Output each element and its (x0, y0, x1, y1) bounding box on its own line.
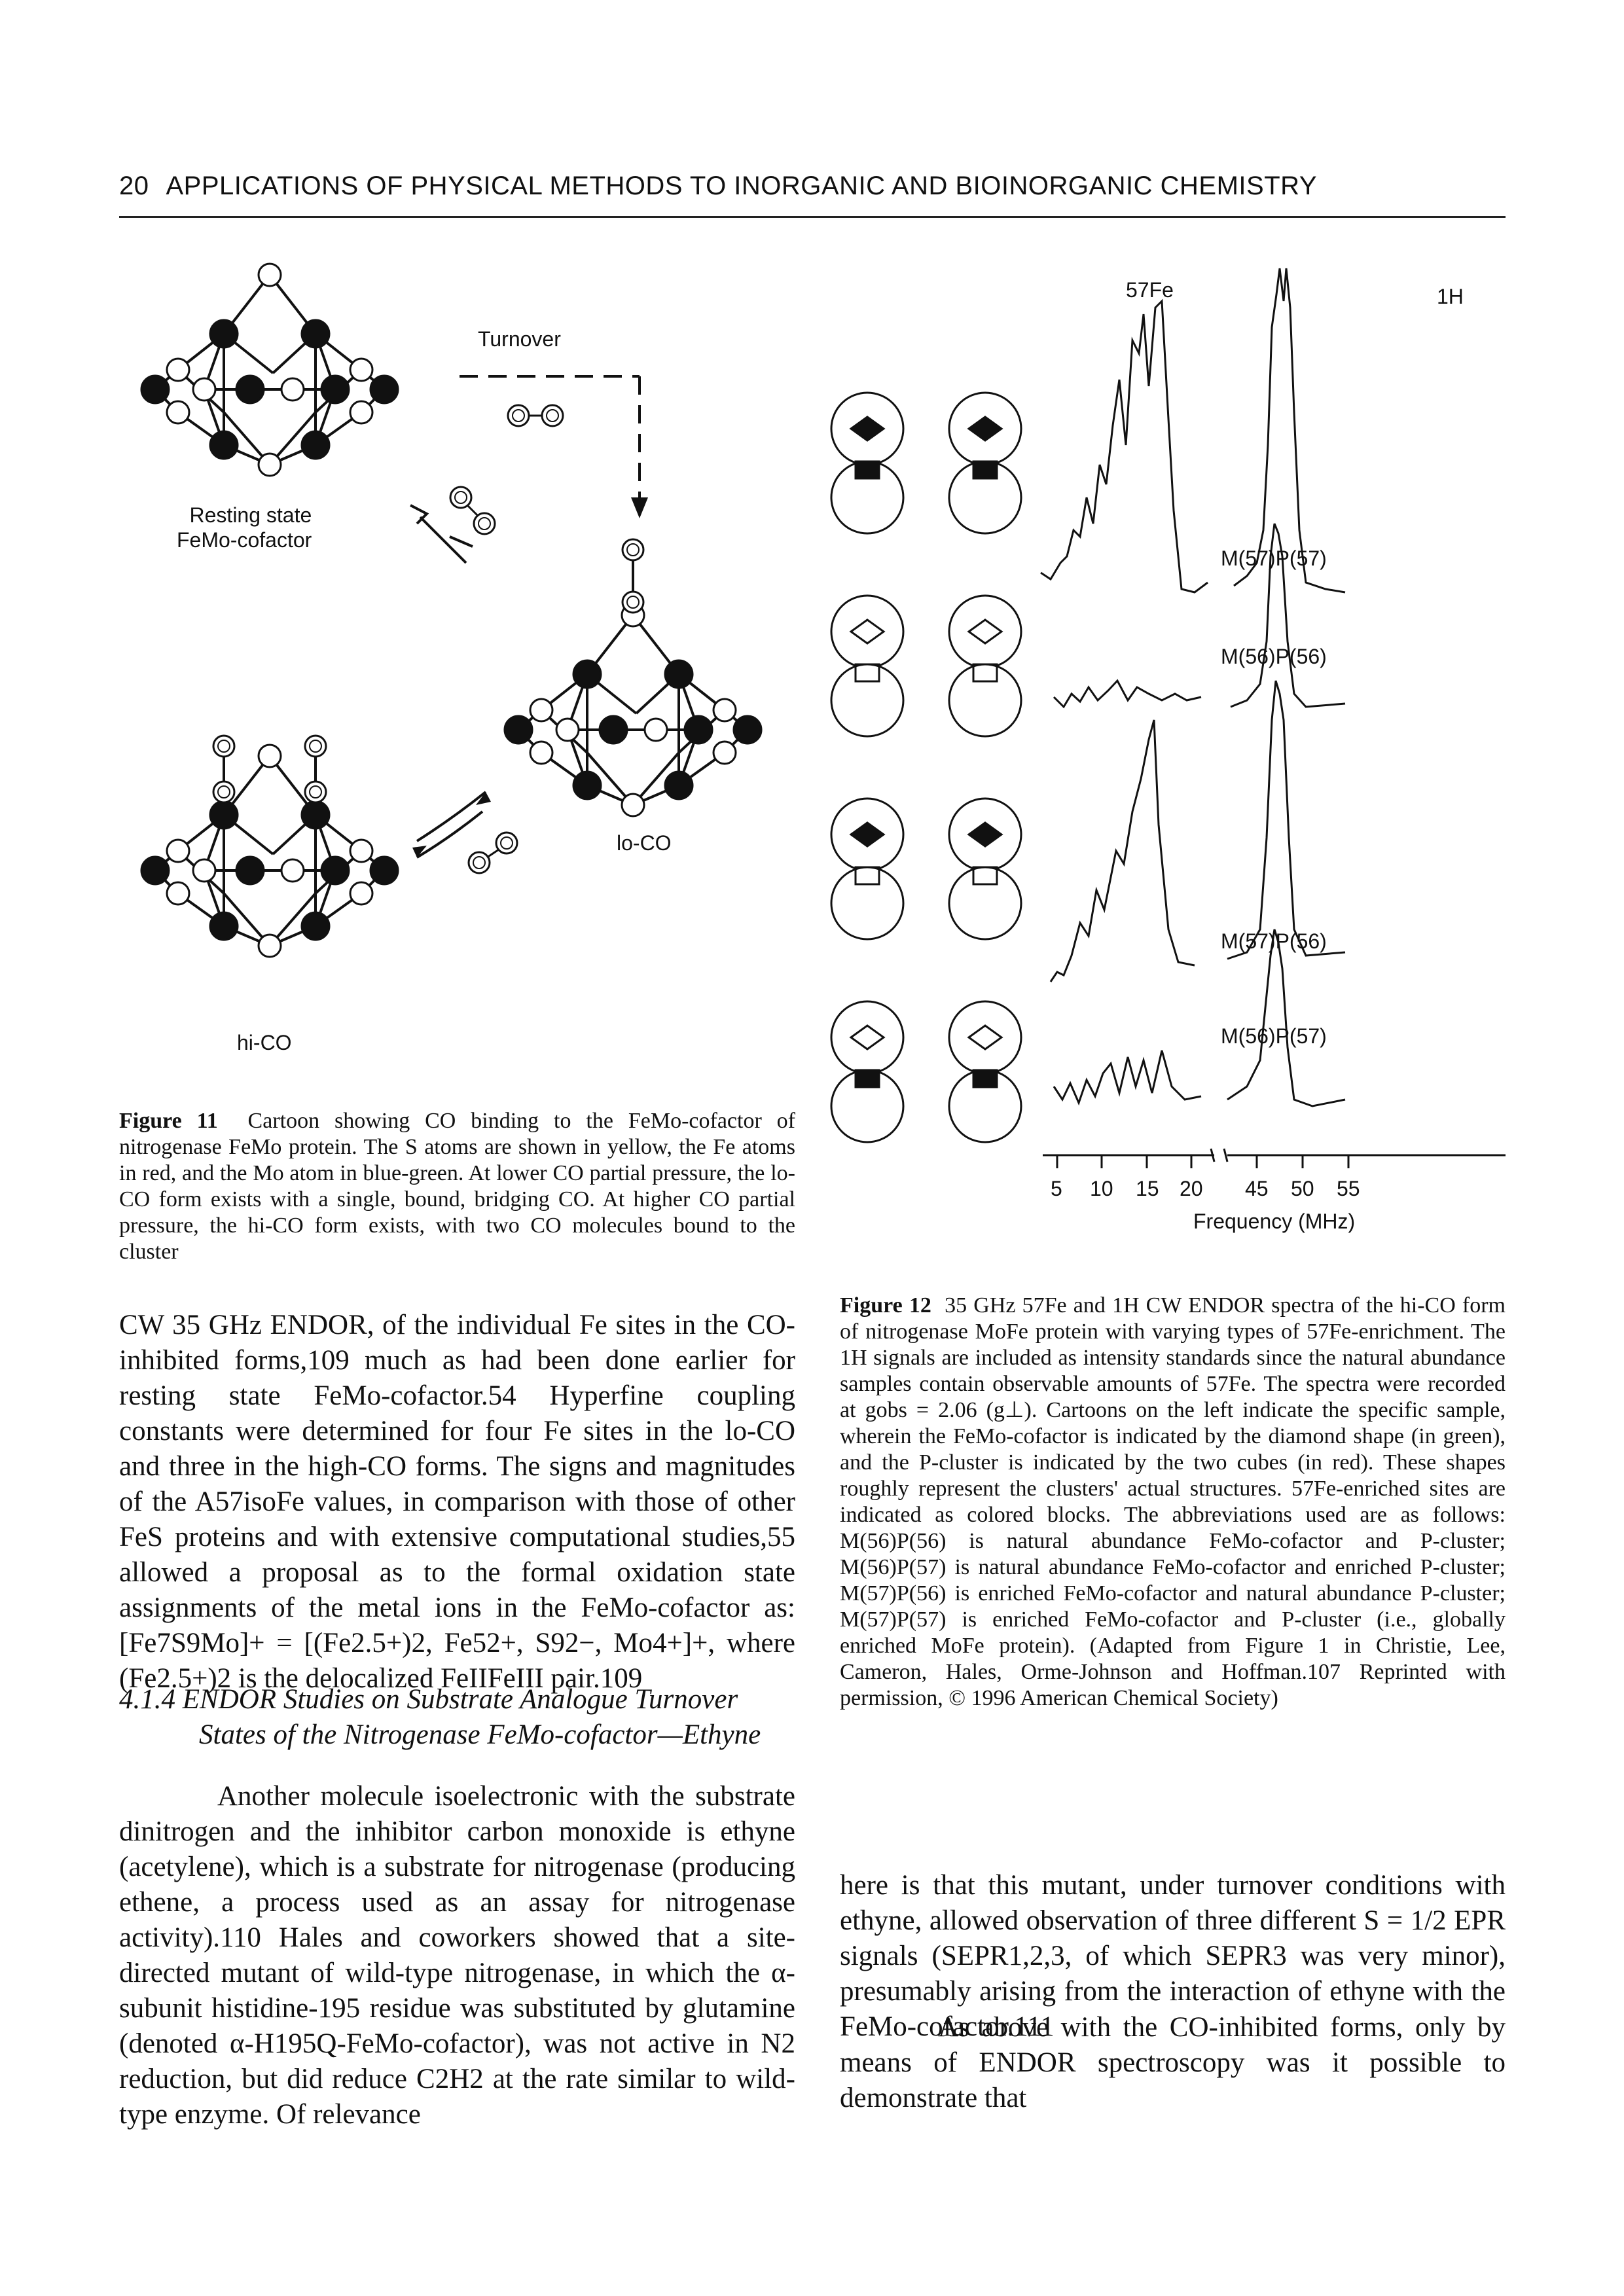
tick-label-50: 50 (1291, 1177, 1314, 1200)
co-molecule-released (449, 486, 496, 535)
tick-label-15: 15 (1136, 1177, 1159, 1200)
tick-label-20: 20 (1180, 1177, 1203, 1200)
right-paragraph-1: here is that this mutant, under turnover… (840, 1868, 1506, 2045)
hi-co-bound-co (212, 734, 327, 815)
figure-12-caption: Figure 12 35 GHz 57Fe and 1H CW ENDOR sp… (840, 1293, 1506, 1712)
trace-m57p57-fe (1040, 298, 1208, 594)
tick-label-10: 10 (1090, 1177, 1113, 1200)
tick-label-5: 5 (1051, 1177, 1062, 1200)
section-heading: 4.1.4 ENDOR Studies on Substrate Analogu… (119, 1682, 795, 1753)
right-paragraph-2: As above with the CO-inhibited forms, on… (840, 2010, 1506, 2116)
co-molecule-exchange (467, 831, 518, 874)
tick-label-55: 55 (1337, 1177, 1360, 1200)
resting-state-cluster (140, 262, 399, 477)
figure-12-caption-label: Figure 12 (840, 1293, 931, 1318)
left-paragraph-1-text: CW 35 GHz ENDOR, of the individual Fe si… (119, 1310, 795, 1694)
trace-m57p56-fe (1049, 719, 1195, 982)
trace-label-1: M(57)P(57) (1221, 547, 1327, 570)
sample-cartoon-3 (830, 797, 1022, 941)
trace-label-4: M(56)P(57) (1221, 1024, 1327, 1048)
trace-m56p57-fe (1053, 1050, 1202, 1106)
tick-label-45: 45 (1245, 1177, 1269, 1200)
left-paragraph-2-text: Another molecule isoelectronic with the … (119, 1781, 795, 2130)
fe57-peak-label: 57Fe (1126, 278, 1174, 302)
figure-11-caption: Figure 11 Cartoon showing CO binding to … (119, 1108, 795, 1265)
resting-state-label: Resting state FeMo-cofactor (177, 503, 312, 552)
section-heading-line2: States of the Nitrogenase FeMo-cofactor—… (199, 1719, 761, 1750)
header-rule (119, 216, 1506, 218)
equilibrium-arrows (412, 791, 491, 859)
trace-m56p56-fe (1053, 679, 1202, 709)
page-number: 20 (119, 171, 149, 200)
h1-peak-label: 1H (1437, 285, 1464, 308)
running-title: APPLICATIONS OF PHYSICAL METHODS TO INOR… (166, 171, 1317, 200)
lo-co-label: lo-CO (617, 831, 672, 855)
turnover-label: Turnover (478, 327, 561, 351)
sample-cartoon-1 (830, 391, 1022, 535)
section-heading-line1: 4.1.4 ENDOR Studies on Substrate Analogu… (119, 1684, 738, 1715)
left-paragraph-1: CW 35 GHz ENDOR, of the individual Fe si… (119, 1308, 795, 1696)
trace-label-3: M(57)P(56) (1221, 929, 1327, 953)
figure-11-caption-text: Cartoon showing CO binding to the FeMo-c… (119, 1109, 795, 1264)
lo-co-bound-co (621, 538, 645, 614)
lo-co-cluster (503, 603, 763, 817)
right-paragraph-2-text: As above with the CO-inhibited forms, on… (840, 2012, 1506, 2113)
hi-co-cluster (140, 744, 399, 958)
frequency-axis-label: Frequency (MHz) (1193, 1210, 1356, 1233)
figure-12-caption-text: 35 GHz 57Fe and 1H CW ENDOR spectra of t… (840, 1293, 1506, 1710)
sample-cartoon-4 (830, 1000, 1022, 1143)
figure-12-drawing (830, 268, 1506, 1168)
left-paragraph-2: Another molecule isoelectronic with the … (119, 1779, 795, 2132)
frequency-axis (1043, 1148, 1506, 1168)
trace-label-2: M(56)P(56) (1221, 645, 1327, 668)
resting-state-label-line2: FeMo-cofactor (177, 528, 312, 552)
figure-11-caption-label: Figure 11 (119, 1109, 218, 1133)
co-release-arrows (410, 504, 473, 564)
figure-12: 57Fe 1H M(57)P(57) M(56)P(56) M(57)P(56)… (828, 249, 1509, 1244)
trace-m56p57-h (1227, 929, 1346, 1107)
hi-co-label: hi-CO (237, 1031, 292, 1054)
trace-m56p56-h (1230, 523, 1346, 708)
turnover-arrow (460, 375, 648, 518)
resting-state-label-line1: Resting state (189, 503, 312, 527)
sample-cartoon-2 (830, 594, 1022, 738)
figure-11: Turnover Resting state FeMo-cofactor lo-… (119, 249, 806, 1073)
figure-11-drawing (140, 262, 763, 958)
co-molecule-turnover (507, 404, 564, 427)
trace-m57p56-h (1227, 680, 1346, 960)
right-paragraph-1-text: here is that this mutant, under turnover… (840, 1870, 1506, 2042)
running-header: 20 APPLICATIONS OF PHYSICAL METHODS TO IN… (119, 171, 1506, 201)
trace-m57p57-h (1233, 268, 1346, 594)
spectra-traces (1040, 268, 1346, 1107)
